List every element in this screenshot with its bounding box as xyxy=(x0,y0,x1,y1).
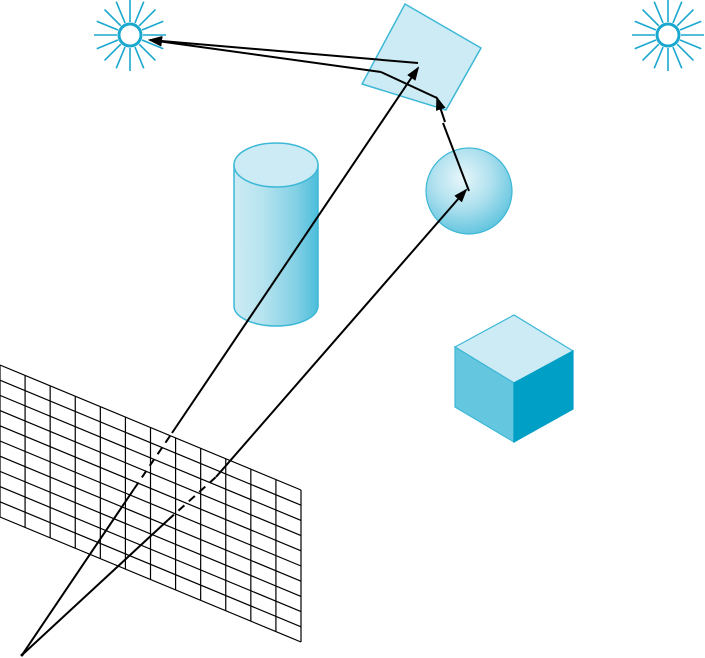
light-ray-line xyxy=(141,39,164,50)
eye-point xyxy=(20,653,24,657)
light-bulb-core xyxy=(117,22,143,48)
light-ray-line xyxy=(96,20,119,31)
light-ray-line xyxy=(653,46,664,69)
image-plane-grid xyxy=(0,364,302,643)
light-ray-line xyxy=(653,1,664,24)
light-ray-line xyxy=(672,46,683,69)
light-ray-line xyxy=(679,20,702,31)
reflected-ray-sphere-to-mirror xyxy=(442,122,470,192)
light-source-icon xyxy=(94,0,166,71)
light-bulb-core xyxy=(655,22,681,48)
reflected-ray-mirror-to-light xyxy=(148,36,382,73)
light-ray-line xyxy=(634,39,657,50)
light-ray-line xyxy=(672,1,683,24)
light-ray-line xyxy=(676,43,695,62)
light-ray-line xyxy=(103,43,122,62)
cylinder xyxy=(233,142,319,327)
primary-ray-to-sphere xyxy=(215,188,468,478)
light-ray-line xyxy=(138,43,157,62)
light-ray-line xyxy=(676,8,695,27)
light-ray-line xyxy=(115,1,126,24)
light-ray-line xyxy=(634,20,657,31)
light-ray-line xyxy=(134,46,145,69)
light-ray-line xyxy=(641,43,660,62)
light-ray-line xyxy=(103,8,122,27)
mirror-panel xyxy=(360,2,483,111)
light-ray-line xyxy=(141,20,164,31)
light-ray-line xyxy=(96,39,119,50)
primary-ray-to-mirror xyxy=(171,66,420,434)
rays xyxy=(21,36,470,656)
primary-ray-to-mirror-segment-hidden xyxy=(133,432,173,490)
primary-ray-to-sphere-segment-hidden xyxy=(167,476,217,521)
reflected-ray-sphere-to-mirror-tip xyxy=(436,96,446,123)
primary-ray-to-mirror-segment-front xyxy=(21,488,135,656)
primary-ray-to-sphere-segment-front xyxy=(21,519,169,656)
light-ray-line xyxy=(679,39,702,50)
reflected-ray-corner xyxy=(380,71,438,99)
light-ray-line xyxy=(138,8,157,27)
cube xyxy=(453,314,575,444)
light-ray-line xyxy=(115,46,126,69)
light-ray-line xyxy=(134,1,145,24)
reflected-ray-mirror-top xyxy=(148,36,419,64)
light-ray-line xyxy=(641,8,660,27)
light-source-icon xyxy=(632,0,704,71)
